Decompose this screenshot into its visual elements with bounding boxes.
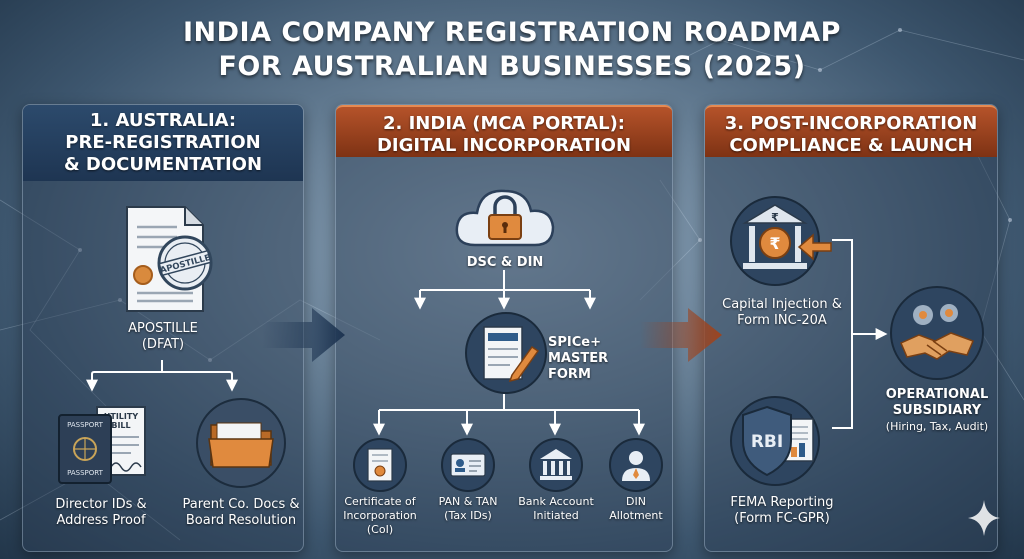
parent-docs-line-1: Parent Co. Docs & [182, 497, 300, 512]
coi-label: Certificate of Incorporation (CoI) [330, 495, 430, 537]
fema-line-1: FEMA Reporting [730, 495, 834, 510]
operational-line-3: (Hiring, Tax, Audit) [885, 420, 989, 433]
capital-injection-label: Capital Injection & Form INC-20A [705, 297, 859, 329]
svg-text:₹: ₹ [771, 211, 779, 224]
pan-tan-line-2: (Tax IDs) [444, 509, 492, 522]
bank-icon [529, 438, 583, 492]
din-allotment-label: DIN Allotment [586, 495, 686, 523]
bank-line-1: Bank Account [518, 495, 594, 508]
panel-india-mca: 2. INDIA (MCA PORTAL): DIGITAL INCORPORA… [335, 104, 673, 552]
pan-tan-line-1: PAN & TAN [438, 495, 498, 508]
operational-subsidiary-label: OPERATIONAL SUBSIDIARY (Hiring, Tax, Aud… [871, 387, 1003, 435]
bank-line-2: Initiated [533, 509, 579, 522]
panel2-header-line-1: 2. INDIA (MCA PORTAL): [382, 113, 626, 134]
panel1-header-line-3: & DOCUMENTATION [63, 154, 263, 175]
director-ids-line-1: Director IDs & [55, 497, 147, 512]
passport-text-bottom: PASSPORT [67, 469, 104, 477]
person-icon [609, 438, 663, 492]
panel3-header-line-2: COMPLIANCE & LAUNCH [729, 135, 973, 156]
capital-line-1: Capital Injection & [722, 297, 842, 312]
certificate-icon [353, 438, 407, 492]
spice-line-2: MASTER [548, 351, 609, 366]
page-title: INDIA COMPANY REGISTRATION ROADMAP FOR A… [0, 16, 1024, 84]
panel3-header-line-1: 3. POST-INCORPORATION [724, 113, 978, 134]
folder-icon [196, 398, 286, 488]
id-card-icon [441, 438, 495, 492]
apostille-label-line-1: APOSTILLE [128, 321, 198, 336]
document-icon: APOSTILLE [126, 206, 213, 312]
panel2-header-line-2: DIGITAL INCORPORATION [376, 135, 632, 156]
coi-line-1: Certificate of [344, 495, 416, 508]
panel1-header-line-1: 1. AUSTRALIA: [89, 110, 237, 131]
din-allot-line-2: Allotment [609, 509, 663, 522]
form-pencil-icon [465, 312, 547, 394]
rbi-shield-text: RBI [751, 432, 783, 452]
apostille-label-line-2: (DFAT) [141, 337, 185, 352]
operational-line-1: OPERATIONAL [885, 387, 989, 402]
director-ids-line-2: Address Proof [56, 513, 146, 528]
spice-line-1: SPICe+ [548, 335, 601, 350]
title-line-1: INDIA COMPANY REGISTRATION ROADMAP [183, 17, 841, 48]
utility-text-line-2: BILL [111, 421, 130, 430]
panel-post-incorporation-header: 3. POST-INCORPORATION COMPLIANCE & LAUNC… [705, 105, 997, 157]
rbi-shield-icon: RBI [730, 396, 820, 486]
svg-text:₹: ₹ [769, 234, 780, 253]
operational-line-2: SUBSIDIARY [892, 403, 982, 418]
passport-icon: UTILITY BILL PASSPORT PASSPORT [58, 406, 146, 484]
capital-line-2: Form INC-20A [737, 313, 827, 328]
parent-docs-label: Parent Co. Docs & Board Resolution [171, 497, 311, 529]
coi-line-3: (CoI) [366, 523, 394, 536]
utility-text-line-1: UTILITY [104, 412, 138, 421]
apostille-label: APOSTILLE (DFAT) [93, 321, 233, 353]
panel-india-header: 2. INDIA (MCA PORTAL): DIGITAL INCORPORA… [336, 105, 672, 157]
title-line-2: FOR AUSTRALIAN BUSINESSES (2025) [218, 51, 806, 82]
panel-australia-header: 1. AUSTRALIA: PRE-REGISTRATION & DOCUMEN… [23, 105, 303, 181]
passport-text-top: PASSPORT [67, 421, 104, 429]
parent-docs-line-2: Board Resolution [185, 513, 297, 528]
din-allot-line-1: DIN [626, 495, 646, 508]
pan-tan-label: PAN & TAN (Tax IDs) [418, 495, 518, 523]
cloud-lock-icon [455, 189, 555, 247]
director-ids-label: Director IDs & Address Proof [31, 497, 171, 529]
apostille-stamp-icon: APOSTILLE [157, 235, 213, 291]
fema-reporting-label: FEMA Reporting (Form FC-GPR) [705, 495, 859, 527]
fema-line-2: (Form FC-GPR) [734, 511, 830, 526]
bank-rupee-icon: ₹ ₹ [730, 196, 832, 286]
spice-form-label: SPICe+ MASTER FORM [548, 335, 618, 383]
coi-line-2: Incorporation [343, 509, 417, 522]
handshake-gears-icon [890, 286, 984, 380]
panel-australia: 1. AUSTRALIA: PRE-REGISTRATION & DOCUMEN… [22, 104, 304, 552]
panel-post-incorporation: 3. POST-INCORPORATION COMPLIANCE & LAUNC… [704, 104, 998, 552]
panel1-header-line-2: PRE-REGISTRATION [65, 132, 261, 153]
bank-account-label: Bank Account Initiated [506, 495, 606, 523]
dsc-din-label: DSC & DIN [466, 255, 544, 270]
spice-line-3: FORM [548, 367, 591, 382]
